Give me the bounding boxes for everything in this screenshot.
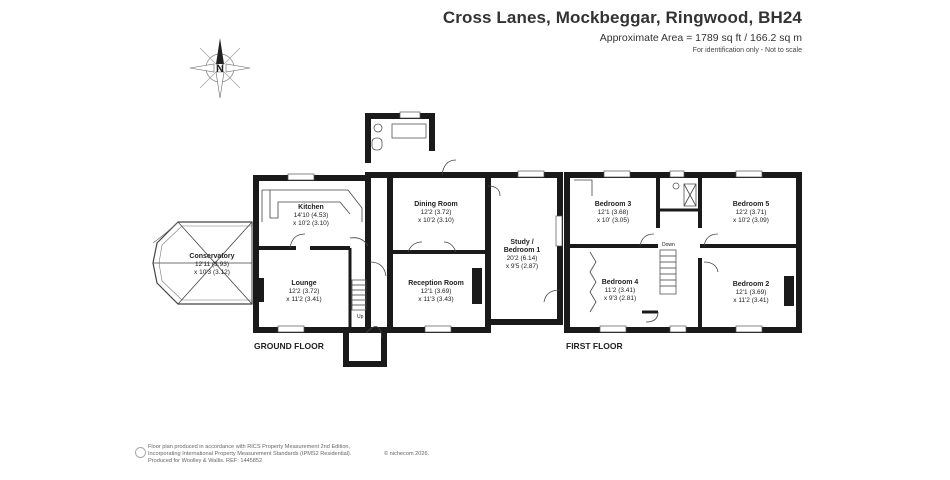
svg-text:12'2 (3.72): 12'2 (3.72): [421, 209, 452, 216]
svg-text:Lounge: Lounge: [291, 280, 316, 287]
ground-stairs: [351, 279, 367, 311]
svg-text:Dining Room: Dining Room: [414, 201, 458, 208]
svg-text:Kitchen: Kitchen: [298, 204, 324, 211]
svg-text:x 9'3 (2.81): x 9'3 (2.81): [604, 295, 636, 302]
svg-text:12'2 (3.72): 12'2 (3.72): [289, 288, 320, 295]
footer-line2: Incorporating International Property Mea…: [148, 451, 352, 458]
svg-text:x 10'3 (3.12): x 10'3 (3.12): [194, 269, 230, 276]
first-stairs: [659, 249, 677, 295]
room-dining: Dining Room 12'2 (3.72) x 10'2 (3.10): [414, 201, 458, 224]
dining-reception-wall: [387, 172, 491, 333]
svg-text:11'2 (3.41): 11'2 (3.41): [605, 287, 635, 294]
compass-icon: N: [189, 38, 251, 99]
svg-text:12'1 (3.69): 12'1 (3.69): [421, 288, 452, 295]
svg-text:x 9'5 (2.87): x 9'5 (2.87): [506, 263, 538, 270]
footer-line3: Produced for Woolley & Wallis. REF: 1445…: [148, 458, 263, 465]
approximate-area: Approximate Area = 1789 sq ft / 166.2 sq…: [599, 32, 802, 44]
svg-text:12'1 (3.69): 12'1 (3.69): [736, 289, 767, 296]
first-floor: Down Bedroom 3 12'1 (3.68) x 10' (3.05) …: [564, 170, 802, 351]
first-outer-wall: [564, 172, 802, 333]
page-title: Cross Lanes, Mockbeggar, Ringwood, BH24: [442, 8, 802, 27]
header: Cross Lanes, Mockbeggar, Ringwood, BH24 …: [443, 8, 802, 54]
footer-line1: Floor plan produced in accordance with R…: [148, 444, 351, 450]
svg-text:x 10'2 (3.10): x 10'2 (3.10): [418, 217, 454, 224]
room-bedroom4: Bedroom 4 11'2 (3.41) x 9'3 (2.81): [602, 279, 639, 302]
svg-text:x 10'2 (3.09): x 10'2 (3.09): [733, 217, 769, 224]
svg-text:x 10' (3.05): x 10' (3.05): [597, 217, 629, 224]
svg-text:Bedroom 5: Bedroom 5: [733, 201, 770, 208]
svg-text:12'11 (3.93): 12'11 (3.93): [195, 261, 229, 268]
svg-text:Bedroom 1: Bedroom 1: [504, 247, 541, 254]
svg-text:Conservatory: Conservatory: [189, 253, 234, 260]
svg-text:Reception Room: Reception Room: [408, 280, 464, 287]
porch-wall: [343, 330, 387, 367]
room-conservatory: Conservatory 12'11 (3.93) x 10'3 (3.12): [189, 253, 234, 276]
svg-text:12'1 (3.68): 12'1 (3.68): [598, 209, 629, 216]
ground-floor: Up Conservatory 12'11 (3.93) x 10'3 (3.1…: [152, 111, 563, 367]
svg-text:20'2 (6.14): 20'2 (6.14): [507, 255, 538, 262]
identification-note: For identification only - Not to scale: [692, 47, 802, 54]
room-bedroom3: Bedroom 3 12'1 (3.68) x 10' (3.05): [595, 201, 632, 224]
svg-text:12'2 (3.71): 12'2 (3.71): [736, 209, 767, 216]
first-stairs-label: Down: [662, 242, 675, 248]
svg-text:x 10'2 (3.10): x 10'2 (3.10): [293, 220, 329, 227]
compass-label: N: [216, 63, 224, 75]
svg-text:Study /: Study /: [510, 239, 533, 246]
room-kitchen: Kitchen 14'10 (4.53) x 10'2 (3.10): [293, 204, 329, 227]
svg-text:x 11'3 (3.43): x 11'3 (3.43): [418, 296, 453, 303]
svg-text:14'10 (4.53): 14'10 (4.53): [294, 212, 329, 219]
svg-text:Bedroom 4: Bedroom 4: [602, 279, 639, 286]
room-bedroom5: Bedroom 5 12'2 (3.71) x 10'2 (3.09): [733, 201, 770, 224]
room-reception: Reception Room 12'1 (3.69) x 11'3 (3.43): [408, 280, 464, 303]
room-study: Study / Bedroom 1 20'2 (6.14) x 9'5 (2.8…: [504, 239, 541, 270]
conservatory-outline: [152, 221, 253, 305]
svg-text:Bedroom 3: Bedroom 3: [595, 201, 632, 208]
ground-floor-label: GROUND FLOOR: [254, 341, 324, 351]
svg-text:x 11'2 (3.41): x 11'2 (3.41): [733, 297, 768, 304]
room-bedroom2: Bedroom 2 12'1 (3.69) x 11'2 (3.41): [733, 281, 770, 304]
room-lounge: Lounge 12'2 (3.72) x 11'2 (3.41): [286, 280, 321, 303]
first-floor-label: FIRST FLOOR: [566, 341, 623, 351]
ground-central-wall: [365, 172, 393, 333]
footer: Floor plan produced in accordance with R…: [135, 444, 429, 466]
svg-text:x 11'2 (3.41): x 11'2 (3.41): [286, 296, 321, 303]
footer-copyright: © nichecom 2026.: [384, 451, 430, 457]
rics-logo-icon: [135, 447, 146, 458]
svg-text:Bedroom 2: Bedroom 2: [733, 281, 770, 288]
ground-stairs-label: Up: [357, 314, 364, 320]
